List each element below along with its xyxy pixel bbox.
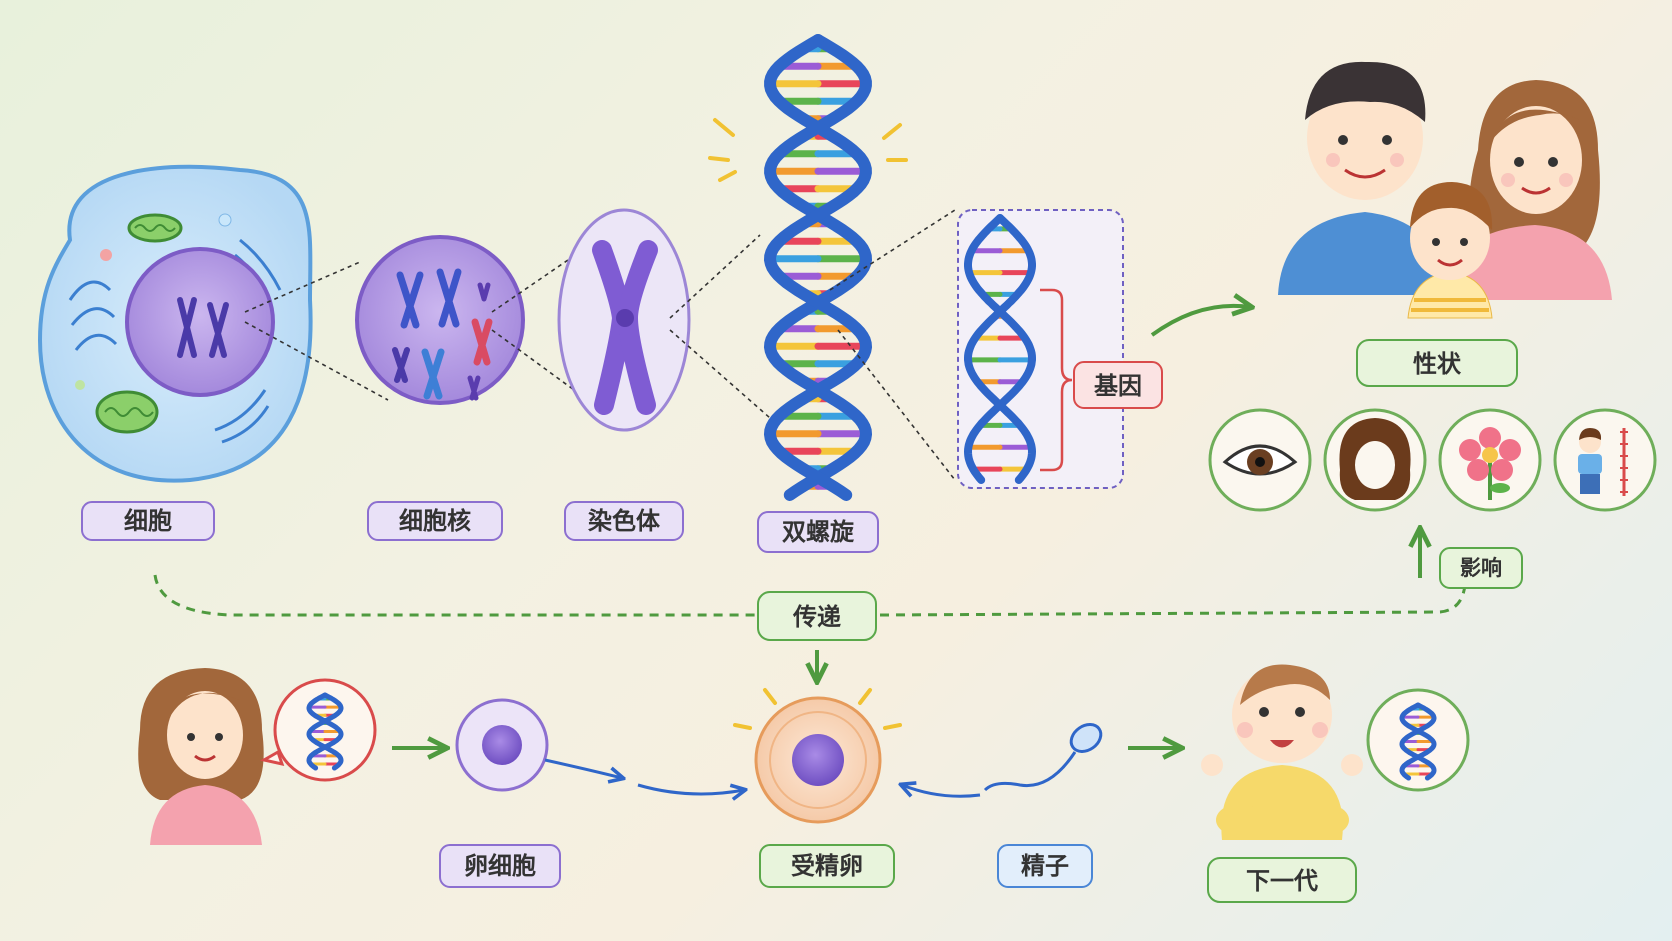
arrow-egg-short — [544, 758, 622, 778]
trait-flower-icon — [1438, 408, 1542, 512]
label-nucleus: 细胞核 — [367, 501, 503, 541]
sperm-illustration — [983, 723, 1103, 792]
trait-height-icon — [1553, 408, 1657, 512]
label-traits: 性状 — [1356, 339, 1518, 387]
cell-nucleus-inner — [125, 247, 275, 397]
arrow-sperm-to-zygote — [902, 785, 981, 798]
nucleus-illustration — [355, 235, 525, 405]
label-gene: 基因 — [1073, 361, 1163, 409]
label-influence: 影响 — [1439, 547, 1523, 589]
helix-sparkles — [708, 118, 908, 182]
label-cell: 细胞 — [81, 501, 215, 541]
gene-bracket — [1040, 288, 1073, 472]
label-traits-text: 性状 — [1413, 350, 1462, 378]
label-sperm-text: 精子 — [1021, 852, 1069, 880]
label-chromosome: 染色体 — [564, 501, 684, 541]
zoom-lines-nucleus — [491, 259, 586, 399]
label-egg-cell-text: 卵细胞 — [464, 852, 536, 880]
baby-illustration — [1201, 664, 1363, 840]
label-double-helix: 双螺旋 — [757, 511, 879, 553]
label-nucleus-text: 细胞核 — [399, 507, 471, 535]
label-next-generation-text: 下一代 — [1246, 867, 1318, 895]
father-figure — [1278, 61, 1450, 295]
label-gene-text: 基因 — [1094, 372, 1142, 400]
label-influence-text: 影响 — [1460, 556, 1502, 580]
egg-cell-illustration — [455, 698, 549, 792]
label-zygote-text: 受精卵 — [791, 852, 863, 880]
child-figure — [1407, 182, 1493, 319]
trait-eye-icon — [1208, 408, 1312, 512]
cell-chromosomes — [177, 297, 229, 358]
transmit-dashed-path — [153, 574, 1467, 617]
mother-dna-bubble — [259, 678, 377, 782]
chromosome-illustration — [557, 208, 691, 432]
zygote-sparkles — [733, 688, 902, 730]
label-transmit: 传递 — [757, 591, 877, 641]
mitochondria-top — [127, 213, 183, 243]
label-sperm: 精子 — [997, 844, 1093, 888]
zoom-lines-cell — [244, 261, 389, 401]
zygote-illustration — [754, 696, 882, 824]
label-next-generation: 下一代 — [1207, 857, 1357, 903]
label-egg-cell: 卵细胞 — [439, 844, 561, 888]
label-transmit-text: 传递 — [792, 603, 841, 631]
cell-illustration — [37, 164, 313, 483]
family-illustration — [1278, 61, 1612, 319]
double-helix-illustration — [763, 34, 873, 501]
mitochondria-bottom — [95, 390, 159, 434]
label-chromosome-text: 染色体 — [588, 507, 661, 535]
zoom-lines-helix — [829, 209, 956, 481]
zoom-lines-chromosome — [669, 234, 771, 419]
arrow-gene-to-family — [1150, 306, 1250, 337]
label-double-helix-text: 双螺旋 — [782, 518, 855, 546]
arrow-egg-to-zygote — [637, 785, 744, 794]
label-zygote: 受精卵 — [759, 844, 895, 888]
mother-bottom-figure — [138, 668, 264, 845]
baby-dna-bubble — [1366, 688, 1470, 792]
gene-detail-illustration — [957, 209, 1124, 489]
label-cell-text: 细胞 — [124, 507, 172, 535]
trait-hair-icon — [1323, 408, 1427, 512]
